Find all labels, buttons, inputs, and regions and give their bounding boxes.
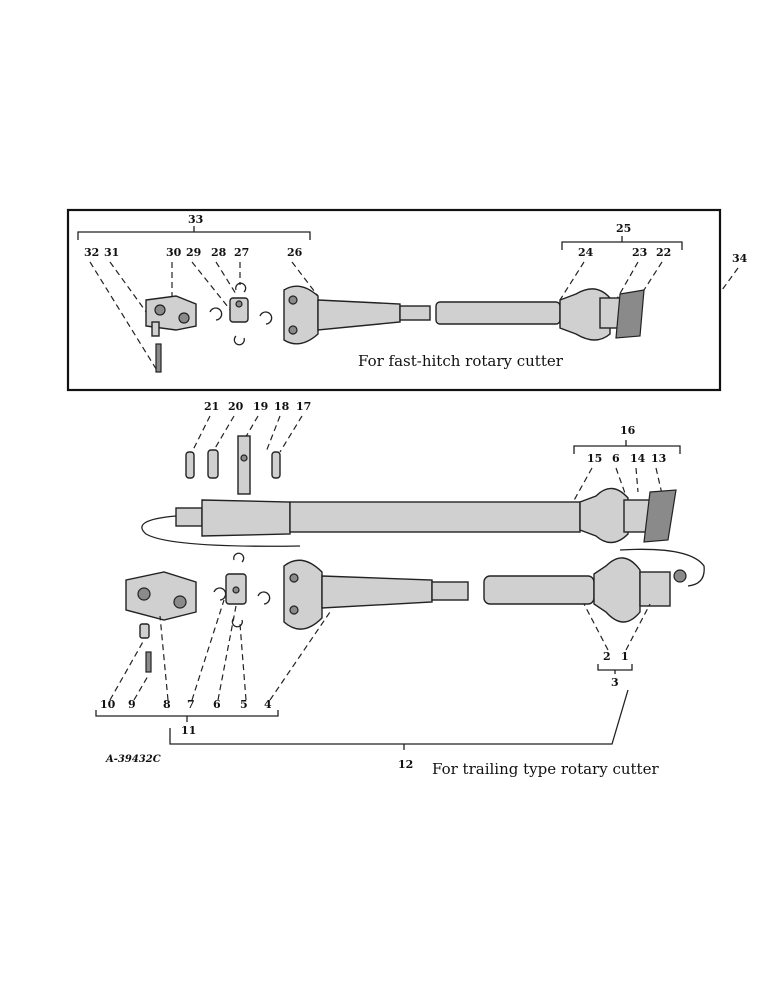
- figure-reference: A-39432C: [105, 754, 161, 765]
- bracket-33: [77, 226, 311, 240]
- pin-21: [185, 451, 195, 479]
- tube-2-assembly: [483, 557, 687, 623]
- yoke-8: [125, 571, 197, 621]
- callout-22: 22: [656, 246, 671, 259]
- callout-19: 19: [253, 400, 268, 413]
- cross-6: [225, 573, 247, 605]
- connector-arrow-left: [141, 515, 301, 547]
- bracket-12: [169, 689, 629, 750]
- callout-24: 24: [578, 246, 594, 259]
- callout-23: 23: [632, 246, 647, 259]
- callout-5: 5: [240, 698, 248, 711]
- callout-32: 32: [84, 246, 99, 259]
- bracket-25: [561, 236, 683, 250]
- callout-15: 15: [587, 452, 602, 465]
- callout-28: 28: [211, 246, 227, 259]
- callout-16: 16: [620, 424, 636, 437]
- callout-33: 33: [188, 213, 203, 226]
- callout-29: 29: [186, 246, 201, 259]
- callout-2: 2: [603, 650, 611, 663]
- callout-17: 17: [296, 400, 311, 413]
- callout-30: 30: [166, 246, 182, 259]
- callout-6: 6: [213, 698, 221, 711]
- callout-21: 21: [204, 400, 219, 413]
- bracket-11: [95, 710, 279, 722]
- setscrew-10: [139, 623, 150, 639]
- caption-trailing: For trailing type rotary cutter: [432, 760, 659, 778]
- callout-1: 1: [621, 650, 629, 663]
- middle-shaft: [175, 487, 677, 544]
- callout-4: 4: [264, 698, 272, 711]
- callout-14: 14: [630, 452, 646, 465]
- callout-10: 10: [100, 698, 116, 711]
- callout-12: 12: [398, 758, 413, 771]
- callout-8: 8: [163, 698, 171, 711]
- bracket-16: [573, 440, 681, 454]
- callout-27: 27: [234, 246, 249, 259]
- snap-ring-5: [231, 617, 243, 628]
- callout-20: 20: [228, 400, 244, 413]
- callout-9: 9: [128, 698, 136, 711]
- bracket-3: [597, 664, 633, 674]
- pin-17: [271, 451, 281, 479]
- shield-4: [283, 559, 469, 630]
- callout-7: 7: [187, 698, 195, 711]
- fast-hitch-frame: [66, 208, 722, 392]
- bolt-9: [145, 651, 152, 673]
- callout-6-top: 6: [612, 452, 620, 465]
- pin-20: [207, 449, 219, 479]
- tube-24-assembly: [435, 288, 645, 341]
- clip-19: [237, 435, 251, 495]
- callout-26: 26: [287, 246, 303, 259]
- callout-3: 3: [611, 676, 619, 689]
- setscrew-31: [151, 321, 160, 337]
- snap-ring-27: [235, 282, 247, 293]
- callout-11: 11: [181, 724, 196, 737]
- snap-ring-28: [209, 307, 223, 321]
- callout-34: 34: [732, 252, 748, 265]
- caption-fast-hitch: For fast-hitch rotary cutter: [358, 352, 564, 370]
- shield-26: [283, 285, 431, 345]
- connector-arrow-right: [619, 548, 705, 587]
- cross-29: [229, 297, 249, 323]
- snap-ring-7: [213, 587, 227, 601]
- callout-31: 31: [104, 246, 119, 259]
- callout-18: 18: [274, 400, 290, 413]
- callout-13: 13: [651, 452, 666, 465]
- bolt-32: [155, 343, 162, 373]
- callout-25: 25: [616, 222, 631, 235]
